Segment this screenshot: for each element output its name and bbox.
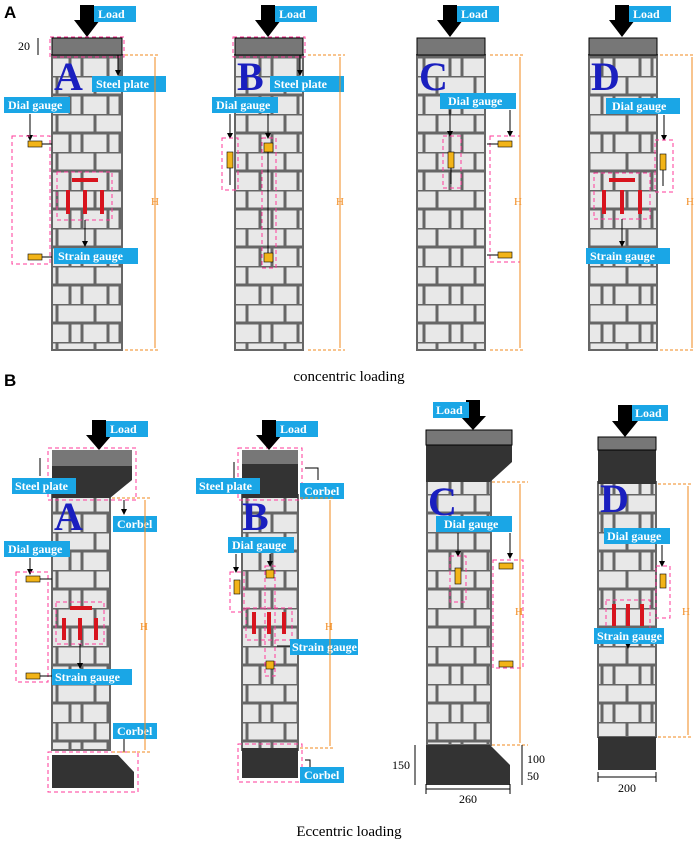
load-arrow-icon [74,5,100,37]
corbel-height-lower-dimension: 50 [527,769,539,783]
dial-gauge-label: Dial gauge [612,99,667,113]
height-label: H [515,606,523,618]
load-arrow-icon [256,420,282,450]
steel-plate [51,37,123,56]
specimen-d-eccentric: Load D Dial gauge Strain gauge H 200 [594,405,692,795]
height-label: H [514,196,522,208]
corbel-height-upper-dimension: 100 [527,752,545,766]
steel-plate [234,37,304,56]
load-label: Load [633,7,660,21]
load-label: Load [280,422,307,436]
steel-plate [588,37,658,56]
strain-gauge-label: Strain gauge [292,640,358,654]
corbel-height-dimension: 150 [392,758,410,772]
load-label: Load [279,7,306,21]
width-dimension-d: 200 [618,781,636,795]
height-label: H [151,196,159,208]
specimen-a-concentric: Load A Steel plate Dial gauge Strain gau… [4,5,166,351]
dial-gauge-label: Dial gauge [444,517,499,531]
panel-label-a: A [4,3,16,22]
strain-gauge-label: Strain gauge [55,670,121,684]
steel-plate-label: Steel plate [15,479,69,493]
corbel-label: Corbel [117,517,153,531]
width-dimension-c: 260 [459,792,477,806]
steel-plate-label: Steel plate [199,479,253,493]
strain-gauge [100,190,104,214]
strain-gauge-label: Strain gauge [597,629,663,643]
plate-dimension: 20 [18,39,30,53]
specimen-a-eccentric: Load Steel plate A Corbel Dial gauge Str… [4,420,157,793]
corbel-label: Corbel [117,724,153,738]
height-label: H [336,196,344,208]
strain-gauge-label: Strain gauge [58,249,124,263]
load-label: Load [110,422,137,436]
steel-plate [416,37,486,56]
load-arrow-icon [255,5,281,37]
dial-gauge-label: Dial gauge [448,94,503,108]
steel-plate-label: Steel plate [274,77,328,91]
caption-eccentric: Eccentric loading [296,824,402,840]
dial-gauge [27,140,43,148]
steel-plate-label: Steel plate [96,77,150,91]
dial-gauge-label: Dial gauge [8,98,63,112]
strain-gauge [66,190,70,214]
specimen-letter: A [54,494,83,539]
specimen-letter: D [591,54,620,99]
height-label: H [325,621,333,633]
load-label: Load [436,403,463,417]
dial-gauge-label: Dial gauge [232,538,287,552]
strain-gauge-label: Strain gauge [590,249,656,263]
specimen-letter: C [419,54,448,99]
height-label: H [140,621,148,633]
corbel-label: Corbel [304,484,340,498]
dial-gauge [226,151,234,169]
specimen-b-eccentric: Load Steel plate Corbel B Dial gauge Str… [196,420,358,783]
load-label: Load [98,7,125,21]
strain-gauge [83,190,87,214]
specimen-b-concentric: Load B Steel plate Dial gauge H [212,5,345,351]
dial-gauge [27,253,43,261]
strain-gauge [72,178,98,182]
corbel-label: Corbel [304,768,340,782]
load-arrow-icon [609,5,635,37]
height-label: H [682,606,690,618]
load-arrow-icon [437,5,463,37]
height-label: H [686,196,694,208]
panel-label-b: B [4,371,16,390]
specimen-letter: B [242,494,269,539]
dial-gauge-label: Dial gauge [607,529,662,543]
specimen-d-concentric: Load D Dial gauge Strain gauge H [586,5,695,351]
caption-concentric: concentric loading [293,369,405,385]
load-label: Load [461,7,488,21]
specimen-letter: D [600,476,629,521]
dial-gauge-label: Dial gauge [8,542,63,556]
load-arrow-icon [612,405,638,437]
load-arrow-icon [86,420,112,450]
specimen-letter: A [54,54,83,99]
specimen-c-concentric: Load C Dial gauge H [416,5,525,351]
dial-gauge-label: Dial gauge [216,98,271,112]
specimen-letter: B [237,54,264,99]
specimen-c-eccentric: Load C Dial gauge H 150 100 50 260 [392,400,545,806]
dial-gauge [447,151,455,169]
load-label: Load [635,406,662,420]
